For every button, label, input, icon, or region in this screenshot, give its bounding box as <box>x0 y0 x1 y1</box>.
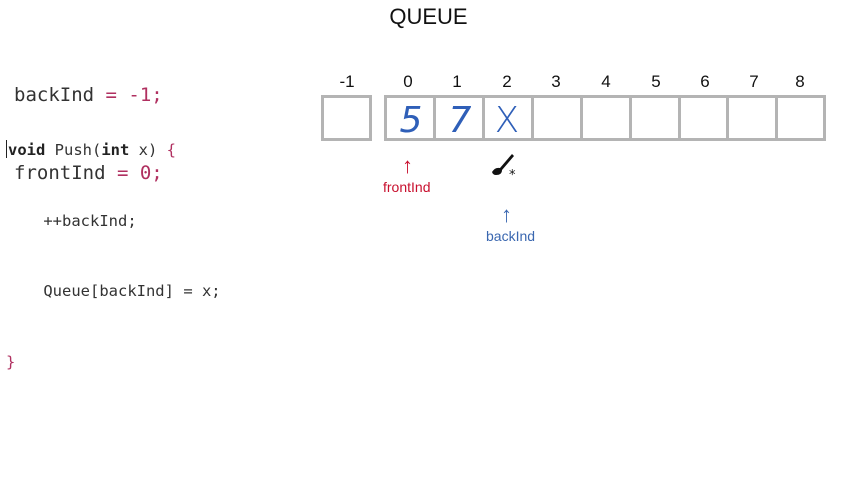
decl-backind-op: = <box>94 84 129 106</box>
kw-void: void <box>8 141 46 159</box>
push-function: void Push(int x) { ++backInd; Queue[back… <box>6 92 221 398</box>
index-label: 6 <box>700 72 710 91</box>
array-cell <box>531 95 583 141</box>
index-label: 0 <box>403 72 413 91</box>
fn-signature: void Push(int x) { <box>6 139 221 163</box>
cell-value: X <box>494 100 520 141</box>
decl-frontind-op: = <box>105 162 140 184</box>
decl-backind-end: ; <box>151 84 163 106</box>
decl-frontind-name: frontInd <box>14 162 106 184</box>
fn-line-2-lhs: Queue[backInd] <box>6 282 184 300</box>
decl-backind-name: backInd <box>14 84 95 106</box>
fn-line-2-rhs: = x; <box>183 282 221 300</box>
fn-close-brace: } <box>6 352 16 371</box>
index-label: 1 <box>452 72 462 91</box>
array-cell <box>321 95 372 141</box>
cell-value: 7 <box>448 100 472 141</box>
back-arrow-icon: ↑ <box>501 202 512 227</box>
kw-int: int <box>101 141 130 159</box>
index-label: 5 <box>651 72 661 91</box>
text-cursor <box>6 140 7 158</box>
fn-param: x) <box>129 141 158 159</box>
decl-frontind-end: ; <box>151 162 163 184</box>
array-cell <box>726 95 778 141</box>
declarations: backInd = -1; frontInd = 0; <box>14 30 163 212</box>
index-label: 2 <box>502 72 512 91</box>
array-cell <box>775 95 826 141</box>
fn-line-2: Queue[backInd] = x; <box>6 280 221 304</box>
front-pointer-label: frontInd <box>383 179 431 195</box>
array-cell <box>580 95 632 141</box>
index-label: 3 <box>551 72 561 91</box>
paintbrush-icon: * <box>492 154 516 180</box>
front-arrow-icon: ↑ <box>402 153 413 178</box>
fn-name: Push( <box>45 141 102 159</box>
index-label: -1 <box>339 72 355 91</box>
array-cell <box>629 95 681 141</box>
decl-backind: backInd = -1; <box>14 82 163 108</box>
array-cell <box>678 95 729 141</box>
decl-frontind-value: 0 <box>139 162 152 184</box>
index-label: 7 <box>749 72 759 91</box>
fn-line-1: ++backInd; <box>6 211 137 230</box>
fn-open-brace: { <box>157 141 176 159</box>
decl-backind-value: -1 <box>128 84 152 106</box>
back-pointer-label: backInd <box>486 228 536 244</box>
index-label: 4 <box>601 72 611 91</box>
page-title: QUEUE <box>389 4 468 29</box>
index-label: 8 <box>795 72 805 91</box>
cell-value: 5 <box>399 100 423 141</box>
array-cell <box>433 95 485 141</box>
svg-text:*: * <box>509 168 516 180</box>
decl-frontind: frontInd = 0; <box>14 160 163 186</box>
